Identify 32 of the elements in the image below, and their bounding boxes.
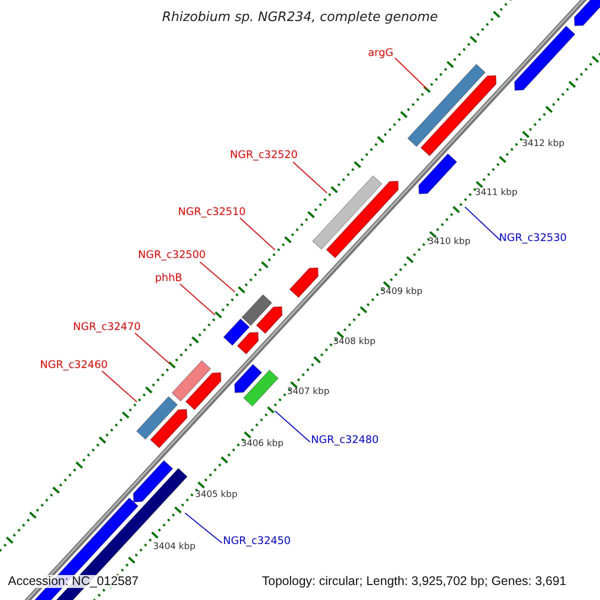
tick-label: 3405 kbp	[195, 491, 238, 500]
tick-label: 3406 kbp	[241, 440, 284, 449]
leader-line	[274, 410, 310, 442]
leader-line	[394, 58, 428, 90]
gene-label: NGR_c32500	[138, 250, 206, 260]
gene-label: NGR_c32470	[73, 322, 141, 332]
leader-line	[134, 332, 170, 364]
tick-label: 3411 kbp	[475, 189, 518, 198]
leader-line	[184, 512, 222, 544]
footer-text: Topology: circular; Length: 3,925,702 bp; Genes: 3,691	[262, 575, 566, 588]
gene-label: NGR_c32460	[40, 360, 108, 370]
gene-label: NGR_c32480	[311, 435, 379, 446]
leader-line	[464, 206, 500, 240]
tick-label: 3410 kbp	[428, 238, 470, 247]
gene-label: NGR_c32450	[223, 536, 291, 546]
leader-line	[180, 284, 216, 316]
tick-label: 3408 kbp	[333, 338, 376, 347]
gene-label: phhB	[155, 273, 182, 284]
footer-text: Accession: NC_012587	[8, 575, 139, 588]
tick-label: 3404 kbp	[153, 543, 196, 552]
leader-line	[200, 262, 236, 292]
gene-label: NGR_c32530	[499, 233, 567, 244]
diagram-title: Rhizobium sp. NGR234, complete genome	[161, 11, 439, 24]
leader-line	[102, 370, 138, 402]
tick-label: 3409 kbp	[380, 288, 422, 297]
leader-line	[292, 162, 328, 194]
leader-line	[240, 218, 276, 250]
tick-label: 3407 kbp	[287, 388, 330, 397]
tick-label: 3412 kbp	[522, 140, 564, 149]
gene-label: argG	[368, 48, 394, 58]
gene-label: NGR_c32520	[230, 150, 298, 160]
gene-label: NGR_c32510	[178, 207, 246, 218]
